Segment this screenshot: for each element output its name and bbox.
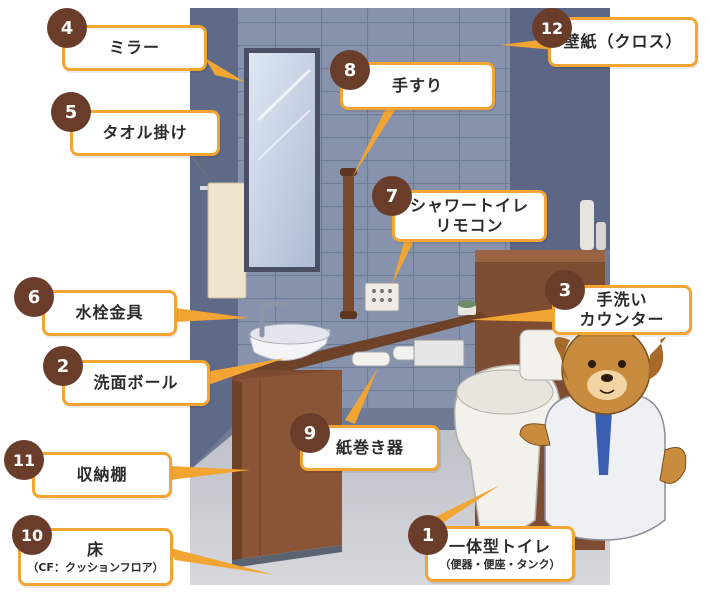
badge-3: 3: [545, 270, 585, 310]
badge-12: 12: [532, 8, 572, 48]
towel-bar: [200, 182, 248, 299]
label-wallpaper: 壁紙（クロス）: [548, 17, 698, 67]
label-storage-shelf: 収納棚: [32, 452, 172, 498]
label-text: 床: [86, 539, 104, 559]
remote-control: [364, 282, 400, 312]
label-subtext: （CF：クッションフロア）: [27, 560, 164, 574]
label-subtext: （便器・便座・タンク）: [439, 557, 561, 571]
paper-holder: [351, 339, 465, 367]
badge-8: 8: [330, 50, 370, 90]
dog-mascot-icon: [519, 325, 687, 541]
label-toilet: 一体型トイレ （便器・便座・タンク）: [425, 526, 575, 582]
label-text: 手すり: [391, 76, 443, 95]
handrail: [340, 168, 357, 319]
badge-1: 1: [408, 515, 448, 555]
label-remote: シャワートイレ リモコン: [392, 190, 547, 242]
sink: [249, 301, 331, 361]
callout-pointers: [170, 38, 560, 575]
label-faucet: 水栓金具: [42, 290, 177, 336]
badge-11: 11: [4, 440, 44, 480]
label-text: 水栓金具: [75, 303, 144, 322]
mirror: [244, 48, 320, 272]
label-towel-bar: タオル掛け: [70, 110, 220, 156]
label-text: 紙巻き器: [335, 438, 404, 457]
badge-7: 7: [372, 176, 412, 216]
label-line2: リモコン: [435, 216, 504, 235]
badge-10: 10: [12, 515, 52, 555]
badge-6: 6: [14, 277, 54, 317]
label-paper-holder: 紙巻き器: [300, 425, 440, 471]
badge-5: 5: [51, 92, 91, 132]
label-line1: シャワートイレ: [409, 196, 529, 215]
label-handrail: 手すり: [340, 62, 495, 110]
label-text: 一体型トイレ: [448, 536, 551, 556]
label-text: ミラー: [108, 38, 160, 57]
label-line2: カウンター: [579, 310, 665, 329]
label-sink-bowl: 洗面ボール: [62, 360, 210, 406]
label-text: タオル掛け: [102, 123, 188, 142]
badge-2: 2: [43, 346, 83, 386]
label-text: 洗面ボール: [93, 373, 179, 392]
label-line1: 手洗い: [596, 290, 648, 309]
badge-4: 4: [47, 8, 87, 48]
label-text: 収納棚: [76, 465, 128, 484]
badge-9: 9: [290, 413, 330, 453]
label-text: 壁紙（クロス）: [563, 32, 683, 51]
